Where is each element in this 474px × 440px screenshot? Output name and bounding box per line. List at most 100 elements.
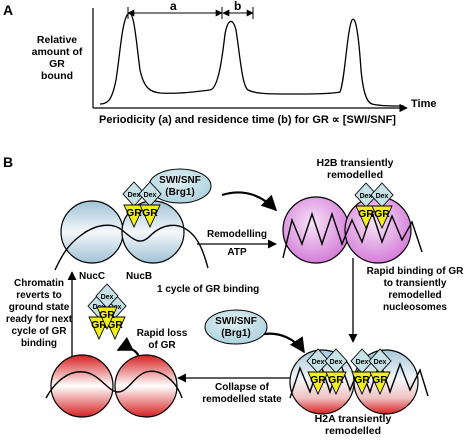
gr-label: GR [310,374,326,386]
swi-snf-top-line-1: SWI/SNF [159,175,201,186]
gr-triangle [123,204,145,229]
gr-triangle [307,371,329,396]
swi-snf-top-label: SWI/SNF (Brg1) [149,175,211,199]
gr-triangle [371,205,393,230]
y-axis-label-line-4: bound [40,70,74,82]
gr-triangle [139,204,161,229]
h2a-line-1: H2A transiently [314,413,392,425]
chromatin-line-1: Chromatin [14,278,64,289]
h2b-line-2: remodelled [326,169,384,181]
gr-label: GR [372,374,388,386]
panel-b-arrows [67,191,358,383]
x-axis-label: Time [411,98,437,110]
rapid-binding-label: Rapid binding of GR to transiently remod… [358,266,472,314]
swi-snf-top-line-2: (Brg1) [165,187,195,198]
dex-label: Dex [374,359,387,366]
cycle-label: 1 cycle of GR binding [157,284,260,295]
gr-label: GR [107,319,123,331]
y-axis-label: Relative amount of GR bound [22,34,92,82]
nucleosome-red-2 [114,354,178,418]
dna-strand-bottom-left [45,370,183,399]
swi-to-nuc-arrow-top [221,191,278,212]
rapid-binding-line-1: Rapid binding of GR [366,266,464,277]
panel-b-letter: B [3,154,14,170]
panel-a-letter: A [3,2,14,18]
swi-snf-bottom-line-1: SWI/SNF [215,316,257,327]
interval-b-label: b [234,0,242,13]
binding-curve [99,12,405,107]
swi-snf-ellipse-bottom [204,309,268,345]
gr-triangle [325,371,347,396]
dna-zigzag-top-right [282,209,423,259]
atp-label: ATP [227,247,247,258]
nucleosome-pair-bottom-right [289,349,429,415]
gr-label: GR [358,208,374,220]
nucleosome-nucc [60,200,124,264]
gr-triangle [355,205,377,230]
collapse-label: Collapse of remodelled state [192,382,292,406]
gr-label: GR [374,208,390,220]
collapse-line-2: remodelled state [202,394,282,405]
nucleosome-pair-bottom-left [45,354,183,418]
h2a-line-2: remodelled [324,425,382,437]
swi-snf-bottom-label: SWI/SNF (Brg1) [205,316,267,340]
dex-label: Dex [376,193,389,200]
chromatin-line-2: reverts to [16,290,62,301]
panel-a-caption: Periodicity (a) and residence time (b) f… [99,114,396,126]
interval-a-label: a [170,0,177,13]
dex-label: Dex [101,294,114,301]
rapid-loss-label: Rapid loss of GR [131,328,193,352]
dex-label: Dex [144,192,157,199]
receptor-motifs: DexGRDexGRDexGRDexGRDexGRDexGRDexGRDexGR… [87,181,394,396]
y-axis-label-line-3: GR [49,58,65,70]
y-axis-label-line-2: amount of [31,46,83,58]
gr-triangle [369,371,391,396]
rapid-loss-line-1: Rapid loss [136,328,188,339]
dex-label: Dex [360,193,373,200]
dex-label: Dex [312,359,325,366]
rapid-binding-line-3: remodelled [388,290,442,301]
nucleosome-pink-1 [282,196,350,264]
collapse-line-1: Collapse of [215,382,269,393]
dex-label: Dex [128,192,141,199]
gr-label: GR [91,319,107,331]
h2a-label: H2A transiently remodelled [298,413,408,437]
nucleosome-red-1 [50,354,114,418]
gr-label: GR [126,207,142,219]
remodelling-label: Remodelling [206,229,267,240]
gr-label: GR [328,374,344,386]
chromatin-line-5: cycle of GR [11,326,67,337]
nucleosome-pair-top-right [282,196,423,264]
gr-label: GR [354,374,370,386]
panel-a [92,7,408,113]
chromatin-reverts-label: Chromatin reverts to ground state ready … [0,278,78,350]
gr-label: GR [99,309,115,321]
nucb-label: NucB [126,271,153,282]
rapid-binding-line-4: nucleosomes [383,302,447,313]
chromatin-line-4: ready for next [5,314,73,325]
chromatin-line-3: ground state [8,302,70,313]
gr-triangle [351,371,373,396]
rapid-loss-line-2: of GR [148,340,176,351]
dex-label: Dex [330,359,343,366]
h2b-line-1: H2B transiently [316,157,394,169]
swi-snf-bottom-line-2: (Brg1) [221,328,251,339]
y-axis-label-line-1: Relative [36,34,78,46]
h2b-label: H2B transiently remodelled [300,157,410,181]
dex-label: Dex [356,359,369,366]
rapid-binding-line-2: to transiently [383,278,447,289]
gr-triangle [96,306,118,331]
nucc-label: NucC [79,271,106,282]
chromatin-line-6: binding [20,338,58,349]
dna-strand-top-left [54,224,209,271]
